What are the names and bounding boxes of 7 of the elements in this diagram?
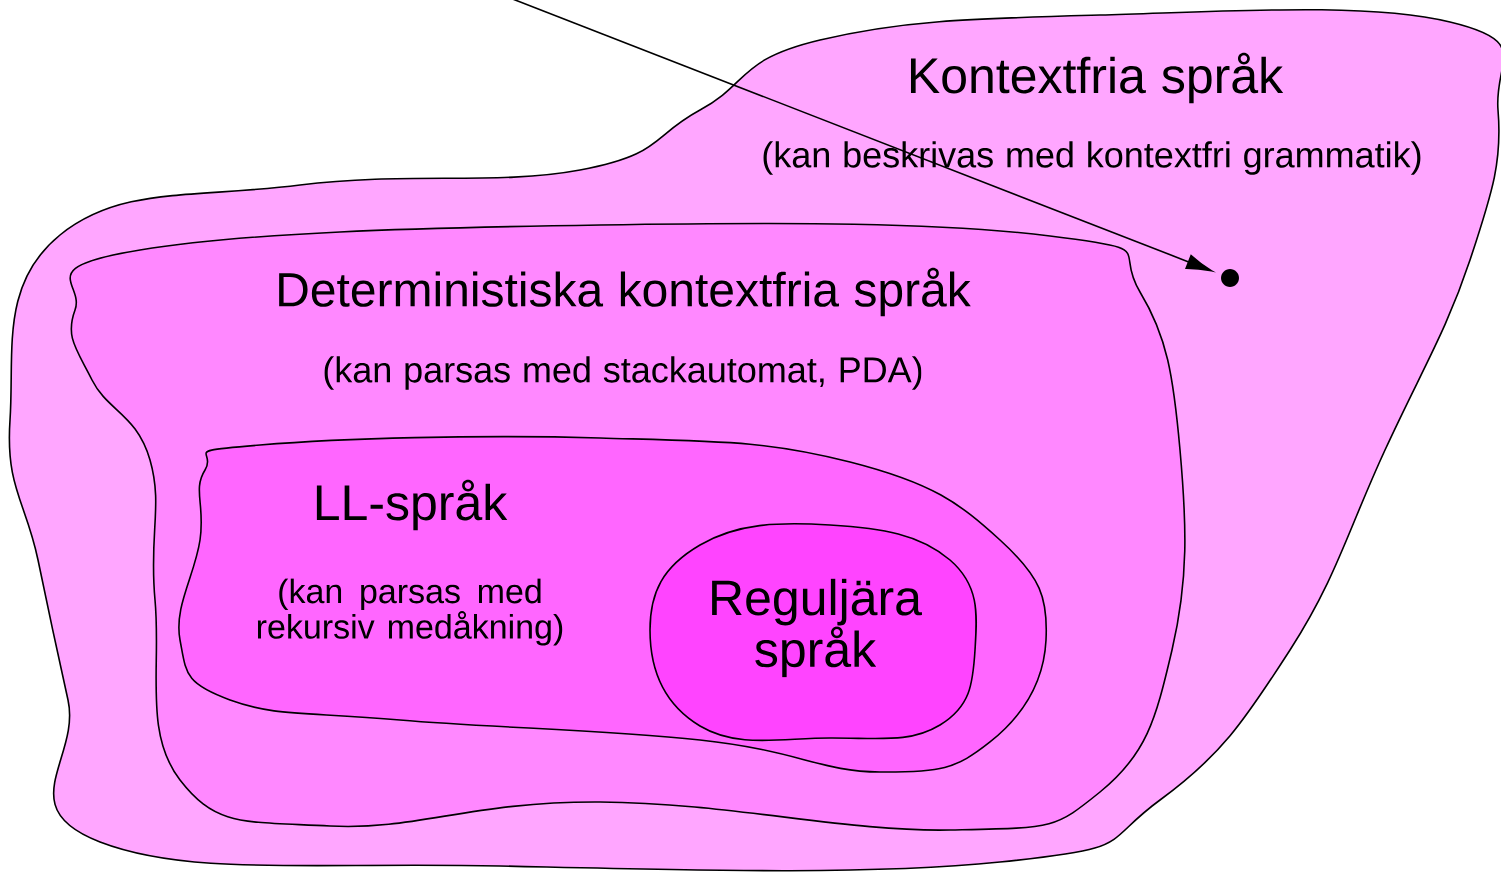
region-title: LL-språk — [316, 479, 508, 531]
region-note: (kan parsas med rekursiv medåkning) — [257, 578, 563, 646]
region-title: Kontextfria språk — [911, 52, 1284, 104]
region-note: (kan parsas med stackautomat, PDA) — [324, 356, 922, 390]
region-title: Deterministiska kontextfria språk — [279, 267, 971, 317]
region-title: Reguljära språk — [712, 578, 922, 678]
dot — [1221, 269, 1239, 287]
